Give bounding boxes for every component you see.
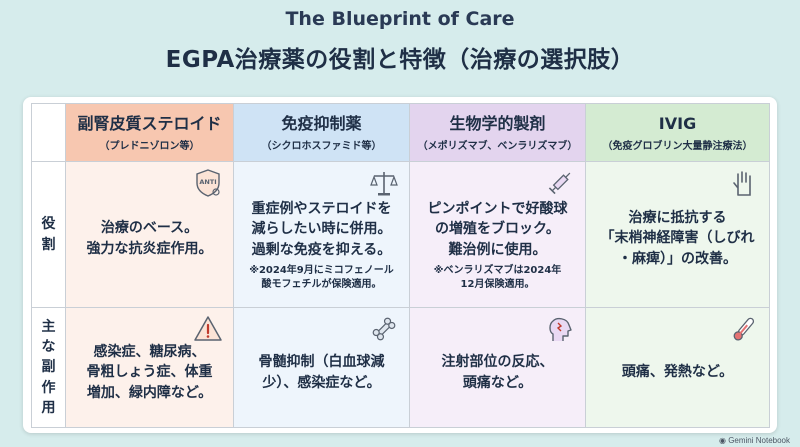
column-subtitle: （シクロホスファミド等）: [261, 140, 382, 152]
cell-line: 重症例やステロイドを: [251, 201, 392, 218]
cell-line: 治療に抵抗する: [628, 210, 727, 227]
subtitle: The Blueprint of Care: [285, 8, 515, 30]
cell-line: ・麻痺）」の改善。: [618, 250, 737, 267]
side-effect-cell-ivig: 頭痛、発熱など。: [585, 307, 770, 428]
row-label-side-effects: 主 な 副 作 用: [31, 307, 66, 428]
column-title: 生物学的製剤: [449, 113, 546, 133]
header-row: 副腎皮質ステロイド （プレドニゾロン等） 免疫抑制薬 （シクロホスファミド等） …: [31, 103, 770, 162]
balance-scale-icon: [370, 172, 398, 196]
column-header-ivig: IVIG （免疫グロブリン大量静注療法）: [585, 103, 770, 162]
role-cell-immunosuppressant: 重症例やステロイドを 減らしたい時に併用。 過剰な免疫を抑える。 ※2024年9…: [233, 161, 410, 308]
cell-line: 増加、緑内障など。: [86, 384, 213, 401]
footnote-line: 12月保険適用。: [460, 278, 535, 290]
cell-line: 感染症、糖尿病、: [93, 344, 206, 361]
brand-name: Gemini Notebook: [728, 436, 790, 445]
footnote-line: ※2024年9月にミコフェノール: [249, 264, 394, 276]
cell-line: 注射部位の反応、: [441, 354, 554, 371]
cell-line: 骨粗しょう症、体重: [86, 364, 213, 381]
thermometer-icon: [733, 317, 755, 341]
bone-icon: [372, 317, 396, 341]
column-title: 免疫抑制薬: [281, 113, 362, 133]
column-title: IVIG: [658, 113, 697, 133]
hand-icon: [733, 171, 751, 196]
column-subtitle: （免疫グロブリン大量静注療法）: [602, 140, 753, 152]
cell-line: 少）、感染症など。: [262, 374, 381, 391]
side-effect-cell-immunosuppressant: 骨髄抑制（白血球減 少）、感染症など。: [233, 307, 410, 428]
cell-line: 過剰な免疫を抑える。: [251, 241, 392, 258]
treatment-table: 副腎皮質ステロイド （プレドニゾロン等） 免疫抑制薬 （シクロホスファミド等） …: [31, 103, 770, 428]
cell-line: 強力な抗炎症作用。: [86, 240, 213, 257]
column-header-biologic: 生物学的製剤 （メポリズマブ、ベンラリズマブ）: [409, 103, 586, 162]
role-cell-ivig: 治療に抵抗する 「末梢神経障害（しびれ ・麻痺）」の改善。: [585, 161, 770, 308]
column-subtitle: （メポリズマブ、ベンラリズマブ）: [417, 140, 578, 152]
comparison-card: 副腎皮質ステロイド （プレドニゾロン等） 免疫抑制薬 （シクロホスファミド等） …: [23, 97, 777, 433]
row-label-char: 主: [41, 318, 56, 335]
footnote-line: ※ベンラリズマブは2024年: [433, 264, 562, 276]
head-pain-icon: [549, 317, 572, 341]
role-row: 役 割 ANTI 治療のベース。 強力な抗炎症作用。: [31, 161, 770, 308]
cell-line: 頭痛など。: [462, 374, 533, 391]
anti-shield-icon: ANTI: [196, 169, 220, 197]
cell-line: ピンポイントで好酸球: [427, 201, 568, 218]
row-label-char: 用: [41, 399, 56, 416]
brand-watermark: ◉ Gemini Notebook: [719, 436, 790, 445]
warning-icon: [194, 316, 222, 341]
row-label-char: 作: [41, 379, 56, 396]
role-cell-steroid: ANTI 治療のベース。 強力な抗炎症作用。: [65, 161, 234, 308]
side-effects-row: 主 な 副 作 用 感染症、糖尿病、 骨粗しょう症、体重 増加、緑内障など。: [31, 307, 770, 428]
row-label-char: 副: [41, 359, 56, 376]
anti-label: ANTI: [199, 178, 216, 186]
cell-line: 骨髄抑制（白血球減: [258, 354, 385, 371]
cell-line: 頭痛、発熱など。: [621, 364, 734, 381]
row-label-role: 役 割: [31, 161, 66, 308]
row-label-char: な: [41, 339, 56, 356]
page-title: EGPA治療薬の役割と特徴（治療の選択肢）: [165, 47, 635, 73]
column-header-immunosuppressant: 免疫抑制薬 （シクロホスファミド等）: [233, 103, 410, 162]
cell-line: 「末梢神経障害（しびれ: [600, 230, 755, 247]
corner-cell: [31, 103, 66, 162]
role-cell-biologic: ピンポイントで好酸球 の増殖をブロック。 難治例に使用。 ※ベンラリズマブは20…: [409, 161, 586, 308]
column-header-steroid: 副腎皮質ステロイド （プレドニゾロン等）: [65, 103, 234, 162]
side-effect-cell-steroid: 感染症、糖尿病、 骨粗しょう症、体重 増加、緑内障など。: [65, 307, 234, 428]
row-label-char: 割: [41, 236, 56, 253]
cell-line: の増殖をブロック。: [435, 221, 560, 238]
cell-line: 治療のベース。: [100, 220, 199, 237]
brand-icon: ◉: [718, 436, 729, 445]
row-label-char: 役: [41, 216, 56, 233]
syringe-icon: [548, 172, 571, 195]
cell-line: 難治例に使用。: [448, 241, 547, 258]
column-subtitle: （プレドニゾロン等）: [99, 140, 200, 152]
column-title: 副腎皮質ステロイド: [77, 113, 222, 133]
side-effect-cell-biologic: 注射部位の反応、 頭痛など。: [409, 307, 586, 428]
footnote-line: 酸モフェチルが保険適用。: [261, 278, 382, 290]
cell-line: 減らしたい時に併用。: [251, 221, 392, 238]
